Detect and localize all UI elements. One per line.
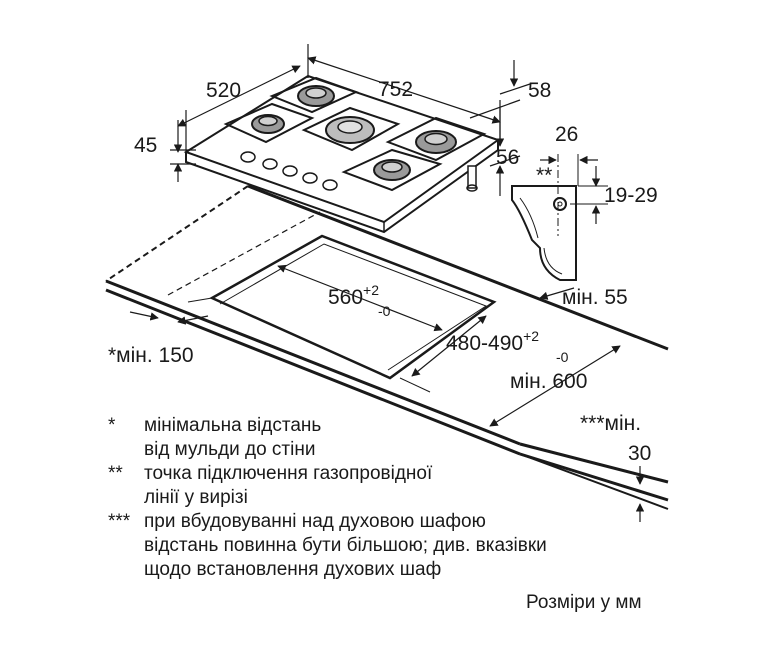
dim-width-752: 752: [378, 78, 413, 101]
dim-cutout-width-tol-minus: -0: [378, 303, 391, 319]
dim-cutout-width: 560+2: [328, 282, 379, 309]
dim-right-58: 58: [528, 79, 551, 102]
units-note: Розміри у мм: [526, 592, 642, 613]
dim-height-45: 45: [134, 134, 157, 157]
dim-cutout-depth-tol-minus: -0: [556, 349, 569, 365]
dim-min-30-value: 30: [628, 442, 651, 465]
note-3-text-3: щодо встановлення духових шаф: [144, 559, 442, 580]
connection-detail: [511, 154, 608, 281]
note-1-text-1: мінімальна відстань: [144, 415, 322, 436]
note-2-mark: **: [108, 463, 123, 484]
dim-right-56: 56: [496, 146, 519, 169]
dim-min-30-label: ***мін.: [580, 412, 641, 435]
dim-cutout-depth-tol-plus: +2: [523, 328, 539, 344]
note-1-line-1: * мінімальна відстань: [108, 414, 321, 438]
note-3-text-1: при вбудовуванні над духовою шафою: [144, 511, 486, 532]
note-1: * мінімальна відстань від мульди до стіни: [108, 414, 321, 462]
dim-depth-520: 520: [206, 79, 241, 102]
note-2-text-2: лінії у вирізі: [144, 487, 248, 508]
note-3-text-2: відстань повинна бути більшою; див. вказ…: [144, 535, 547, 556]
note-2-line-1: ** точка підключення газопровідної: [108, 462, 432, 486]
dim-cutout-depth-value: 480-490: [446, 332, 523, 355]
dim-cutout-depth: 480-490+2: [446, 328, 539, 355]
worktop: [105, 184, 669, 510]
dim-detail-26: 26: [555, 123, 578, 146]
note-1-text-2: від мульди до стіни: [144, 439, 316, 460]
dim-min-600: мін. 600: [510, 370, 587, 393]
note-1-mark: *: [108, 415, 116, 436]
dim-detail-marker: **: [536, 164, 552, 187]
note-3: *** при вбудовуванні над духовою шафою ві…: [108, 510, 547, 582]
dim-detail-19-29: 19-29: [604, 184, 658, 207]
dim-cutout-width-tol-plus: +2: [363, 282, 379, 298]
dim-cutout-width-value: 560: [328, 286, 363, 309]
dim-min-55: мін. 55: [562, 286, 628, 309]
note-2: ** точка підключення газопровідної лінії …: [108, 462, 432, 510]
note-3-line-1: *** при вбудовуванні над духовою шафою: [108, 510, 547, 534]
dimension-lines: [129, 44, 645, 522]
note-2-text-1: точка підключення газопровідної: [144, 463, 433, 484]
dim-min-150: *мін. 150: [108, 344, 194, 367]
note-3-mark: ***: [108, 511, 131, 532]
